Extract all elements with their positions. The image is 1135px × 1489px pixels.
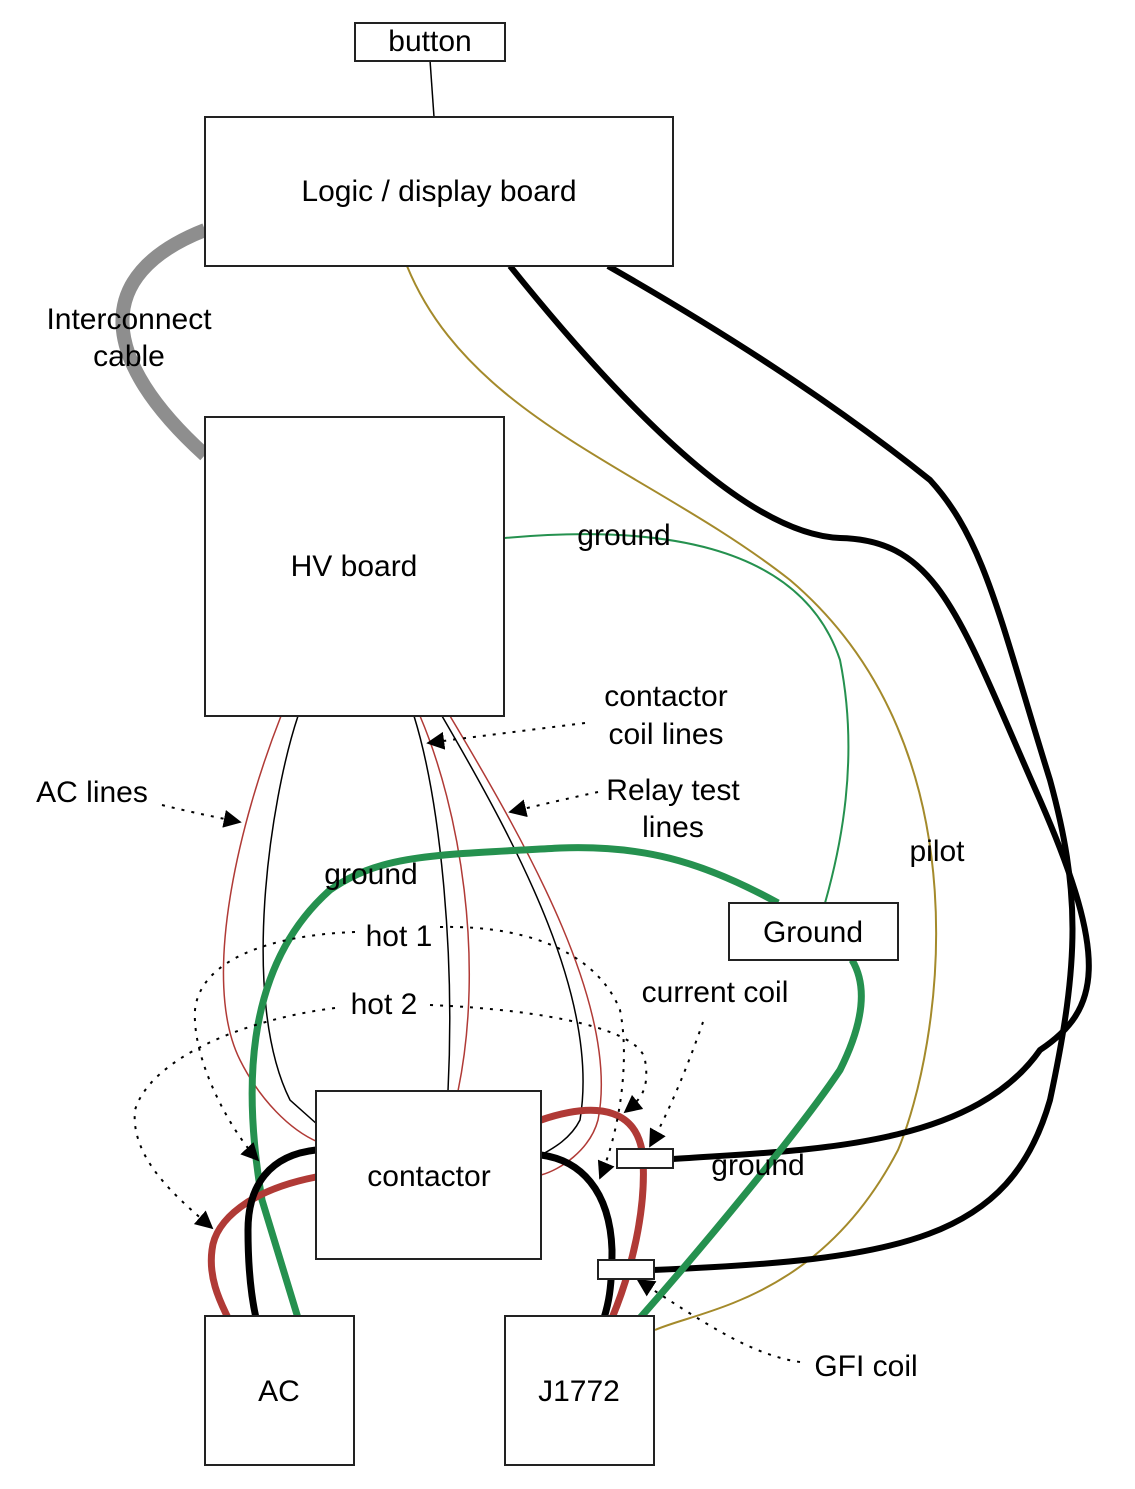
ground-block-label: Ground xyxy=(763,916,863,949)
relay-test-label-1: Relay test xyxy=(606,774,740,807)
relay-test-label-2: lines xyxy=(642,811,704,844)
current-coil-sleeve xyxy=(616,1148,674,1169)
j1772-box: J1772 xyxy=(504,1315,655,1466)
logic-board-box: Logic / display board xyxy=(204,116,674,267)
gfi-coil-label: GFI coil xyxy=(814,1350,917,1383)
logic-board-label: Logic / display board xyxy=(301,175,576,208)
gfi-coil-pointer xyxy=(636,1279,801,1363)
coil-lines-label-1: contactor xyxy=(604,680,727,713)
relay-line-black xyxy=(441,715,584,1156)
hot-wire-j1772 xyxy=(539,1106,647,1320)
pilot-label: pilot xyxy=(909,835,965,868)
hot2-label: hot 2 xyxy=(351,988,418,1021)
relay-lines-pointer xyxy=(508,791,599,818)
interconnect-label-1: Interconnect xyxy=(46,303,212,336)
hot1-pointer-left xyxy=(193,931,356,1162)
button-wire xyxy=(429,59,435,118)
current-coil-label: current coil xyxy=(642,976,789,1009)
ac-box: AC xyxy=(204,1315,355,1466)
hv-board-label: HV board xyxy=(291,550,418,583)
ground-thick-label: ground xyxy=(324,858,417,891)
ac-label: AC xyxy=(258,1375,300,1408)
button-label: button xyxy=(388,25,471,58)
coil-lines-pointer xyxy=(426,722,586,750)
current-coil-pointer xyxy=(649,1021,704,1148)
relay-line-red xyxy=(449,715,603,1176)
ac-lines-label: AC lines xyxy=(36,776,148,809)
hot1-pointer-right xyxy=(439,925,625,1180)
hot1-label: hot 1 xyxy=(366,920,433,953)
contactor-label: contactor xyxy=(367,1160,490,1193)
ac-line-black xyxy=(262,715,319,1126)
ground-block-box: Ground xyxy=(728,902,899,961)
j1772-label: J1772 xyxy=(538,1375,620,1408)
current-coil-wire xyxy=(507,264,1092,1162)
hot2-pointer-left xyxy=(133,1007,336,1230)
interconnect-label-2: cable xyxy=(93,340,165,373)
button-box[interactable]: button xyxy=(354,22,506,62)
hv-board-box: HV board xyxy=(204,416,505,717)
ground-wire-thick xyxy=(248,844,780,1320)
coil-line-red xyxy=(419,715,471,1092)
ground-thin-label: ground xyxy=(577,519,670,552)
ground-wire-thin xyxy=(504,533,850,904)
ground-coil-label: ground xyxy=(711,1149,804,1182)
gfi-coil-sleeve xyxy=(597,1259,655,1280)
pilot-wire xyxy=(406,265,938,1331)
ground-wire-j1772 xyxy=(637,958,865,1321)
contactor-box: contactor xyxy=(315,1090,542,1260)
hot-wire-ac xyxy=(207,1173,317,1320)
ac-line-red xyxy=(222,715,319,1143)
gfi-coil-wire xyxy=(606,263,1076,1273)
coil-line-black xyxy=(413,715,451,1092)
coil-lines-label-2: coil lines xyxy=(608,718,723,751)
neutral-wire-j1772 xyxy=(540,1151,616,1320)
interconnect-cable xyxy=(115,223,210,461)
ac-lines-pointer xyxy=(161,804,242,828)
neutral-wire-ac xyxy=(244,1146,317,1319)
